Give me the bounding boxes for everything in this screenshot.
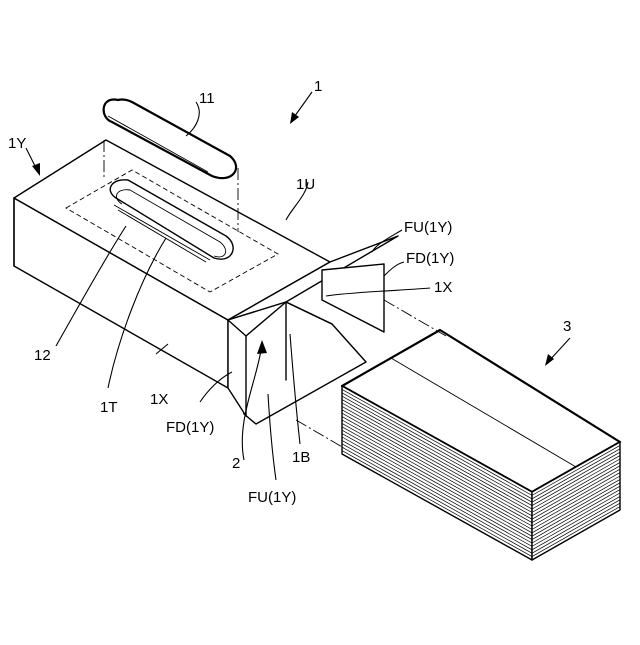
label-top-face: 1T [100,399,118,416]
label-lower-flap-left: FD(1Y) [166,419,214,436]
label-box-end: 1Y [8,135,26,152]
label-upper-flap-bottom: FU(1Y) [248,489,296,506]
label-lower-flap-right: FD(1Y) [406,250,454,267]
right-flap-fd [322,264,384,332]
label-stack: 3 [563,318,571,335]
label-bottom-face: 1B [292,449,310,466]
label-upper-flap-top: FU(1Y) [404,219,452,236]
label-assembly: 1 [314,78,322,95]
label-side-face-right: 1X [434,279,452,296]
label-lid: 11 [199,90,215,107]
left-flap-fd [228,320,246,416]
sheet-stack [342,330,620,560]
label-opening: 12 [34,347,51,364]
label-upper-face: 1U [296,176,315,193]
label-insertion: 2 [232,455,240,472]
label-side-face-left: 1X [150,391,168,408]
